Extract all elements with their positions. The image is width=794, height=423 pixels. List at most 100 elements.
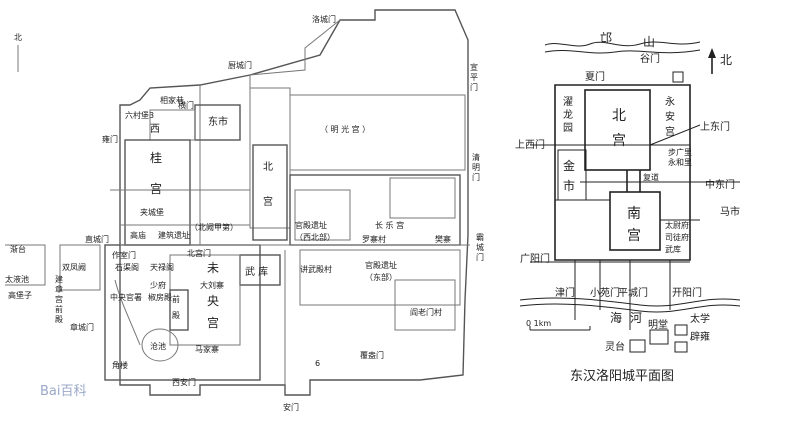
label-num6: 6 [315,359,320,368]
mang-label: 邙 [600,31,612,45]
label-jianzhang-1: 建 [55,274,63,284]
label-dongshi: 东市 [208,115,228,128]
label-he: 河 [630,311,642,325]
label-gaobaozi: 高堡子 [8,290,32,300]
label-wuku: 武 库 [245,265,268,278]
label-tianlu: 天禄阁 [150,262,174,272]
label-jinmen: 津门 [555,286,575,299]
beigong-outer [249,87,291,229]
label-xiamen: 夏门 [585,70,605,83]
label-pingchengmen: 平城门 [618,286,648,299]
label-guandian-e-2: （东部） [365,272,397,282]
label-hai: 海 [610,310,622,325]
label-jianzhu: 建筑遗址 [158,230,190,240]
label-zhuolong-2: 龙 [563,108,573,121]
label-taixue: 太学 [690,312,710,325]
label-jianzhang-4: 前 [55,304,63,314]
label-yongheli: 永和里 [668,157,692,167]
gate-bacheng-3: 门 [476,252,484,262]
label-shuangfeng: 双凤阙 [62,263,86,272]
label-fudao: 复道 [643,172,659,182]
label-weiyang-gong: 宫 [207,315,219,330]
label-jianzhang-3: 宫 [55,294,63,304]
north-arrow-label: 北 [720,53,732,67]
label-gong-bei: 宫 [263,195,273,208]
shan-label: 山 [643,35,655,49]
label-gumen: 谷门 [640,52,660,65]
label-nan-r: 南 [627,206,641,222]
street-shangdong [649,124,701,146]
label-zhongdongmen: 中东门 [705,178,735,191]
label-guandian-nw: 官殿遗址 [295,220,327,230]
label-nangong-r: 宫 [627,228,641,244]
label-majia: 马家寨 [195,344,219,354]
label-cangchi: 沧池 [150,341,166,351]
city-wall [119,9,469,396]
label-mingguang: （ 明 光 宫 ） [320,124,370,134]
label-gaomiao: 高庙 [130,230,146,240]
label-wei: 未 [207,261,219,275]
gate-chu: 厨城门 [228,60,252,70]
label-mingtang: 明堂 [648,319,668,331]
gate-xuanping-3: 门 [470,82,478,92]
luohe-line-1 [519,297,741,307]
gumen-marker [672,71,684,83]
mangshan-line [544,41,701,47]
label-yongan-2: 安 [665,110,675,123]
gate-qingming-3: 门 [472,172,480,182]
gate-zhicheng: 直城门 [85,234,109,244]
label-liucunbao: 六村堡3 [125,110,154,120]
map-title: 东汉洛阳城平面图 [570,369,674,384]
label-jianzhang-2: 章 [55,284,63,294]
north-arrow-head [708,48,716,58]
beigong-rect-r [584,89,651,171]
gate-qingming-1: 清 [472,152,480,162]
piyong-rect [674,341,688,353]
label-guangyangmen: 广阳门 [520,252,550,265]
label-lingtai: 灵台 [605,340,625,353]
label-yang: 央 [207,294,219,308]
gate-qingming-2: 明 [472,163,480,172]
weiyang-inner [169,254,241,346]
nangong-rect-r [609,191,661,251]
inner-wall-3 [249,19,341,76]
gate-xuanping-2: 平 [470,73,478,82]
label-xiaoyuanmen: 小苑门 [590,286,620,299]
label-taiwei: 太尉府 [665,220,689,230]
jianzhang-area [5,244,46,286]
label-xiangjiaxiang: 相家巷 [160,95,184,105]
label-guandian-nw-2: （西北部） [295,232,335,242]
gate-luocheng: 洛城门 [312,14,336,24]
label-jiaolou: 角楼 [112,360,128,370]
label-zhuolong-3: 园 [563,122,573,134]
label-gui: 桂 [150,150,162,165]
label-yongan-1: 永 [665,95,675,108]
label-qiandian-2: 殿 [172,311,180,320]
label-zhuolong-1: 濯 [563,96,573,108]
gate-bacheng-1: 霸 [476,233,484,242]
taixue-rect [674,324,688,336]
label-jiachengbao: 夹城堡 [140,207,164,217]
left-map: 北 洛城门 厨城门 [5,9,484,412]
label-bei-r: 北 [612,108,626,124]
qiandian-rect [169,289,189,331]
jianzhang-rect [59,244,101,291]
label-beique: （北阙甲第） [190,222,238,232]
label-taiyechi: 太液池 [5,274,29,284]
gate-heng: 横门 [178,100,194,110]
label-guandian-e: 官殿遗址 [365,260,397,270]
label-jianzhang-5: 殿 [55,315,63,324]
label-dalu: 大刘寨 [200,280,224,290]
luohe-line-2 [519,303,741,313]
cangchi-pond [141,328,179,362]
label-piyong: 辟雍 [690,330,710,343]
gate-fu: 覆盎门 [360,350,384,360]
label-qiandian-1: 前 [172,294,180,304]
label-wuku-r: 武库 [665,244,681,254]
label-fanzhai: 樊寨 [435,234,451,244]
guandian-nw-rect [294,189,351,241]
gate-xian: 西安门 [172,377,196,387]
changle-inner-rect [389,177,456,219]
